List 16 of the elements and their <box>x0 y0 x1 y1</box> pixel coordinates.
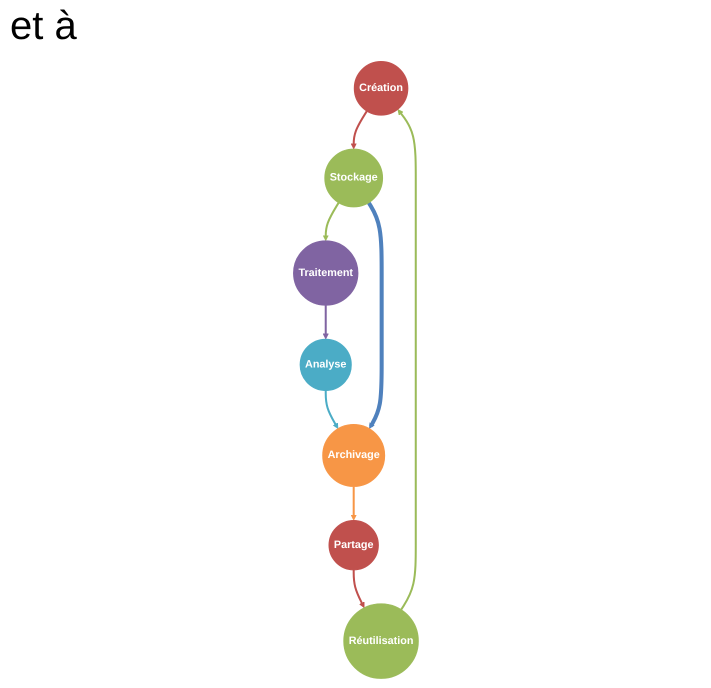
arrow <box>324 390 338 429</box>
node-circle: Création <box>353 61 408 116</box>
arrow <box>350 110 368 150</box>
arrow <box>397 109 416 610</box>
arrow <box>366 202 384 429</box>
node-circle: Traitement <box>292 240 358 306</box>
heading-text: et à <box>10 4 77 49</box>
node-circle: Partage <box>328 520 378 570</box>
node-circle: Stockage <box>324 148 383 208</box>
arrow <box>322 305 328 340</box>
node-circle: Analyse <box>299 338 352 391</box>
arrow <box>352 570 364 608</box>
node-circle: Archivage <box>322 424 385 487</box>
arrow <box>350 486 356 521</box>
arrow <box>322 202 339 242</box>
node-circle: Réutilisation <box>342 603 418 679</box>
